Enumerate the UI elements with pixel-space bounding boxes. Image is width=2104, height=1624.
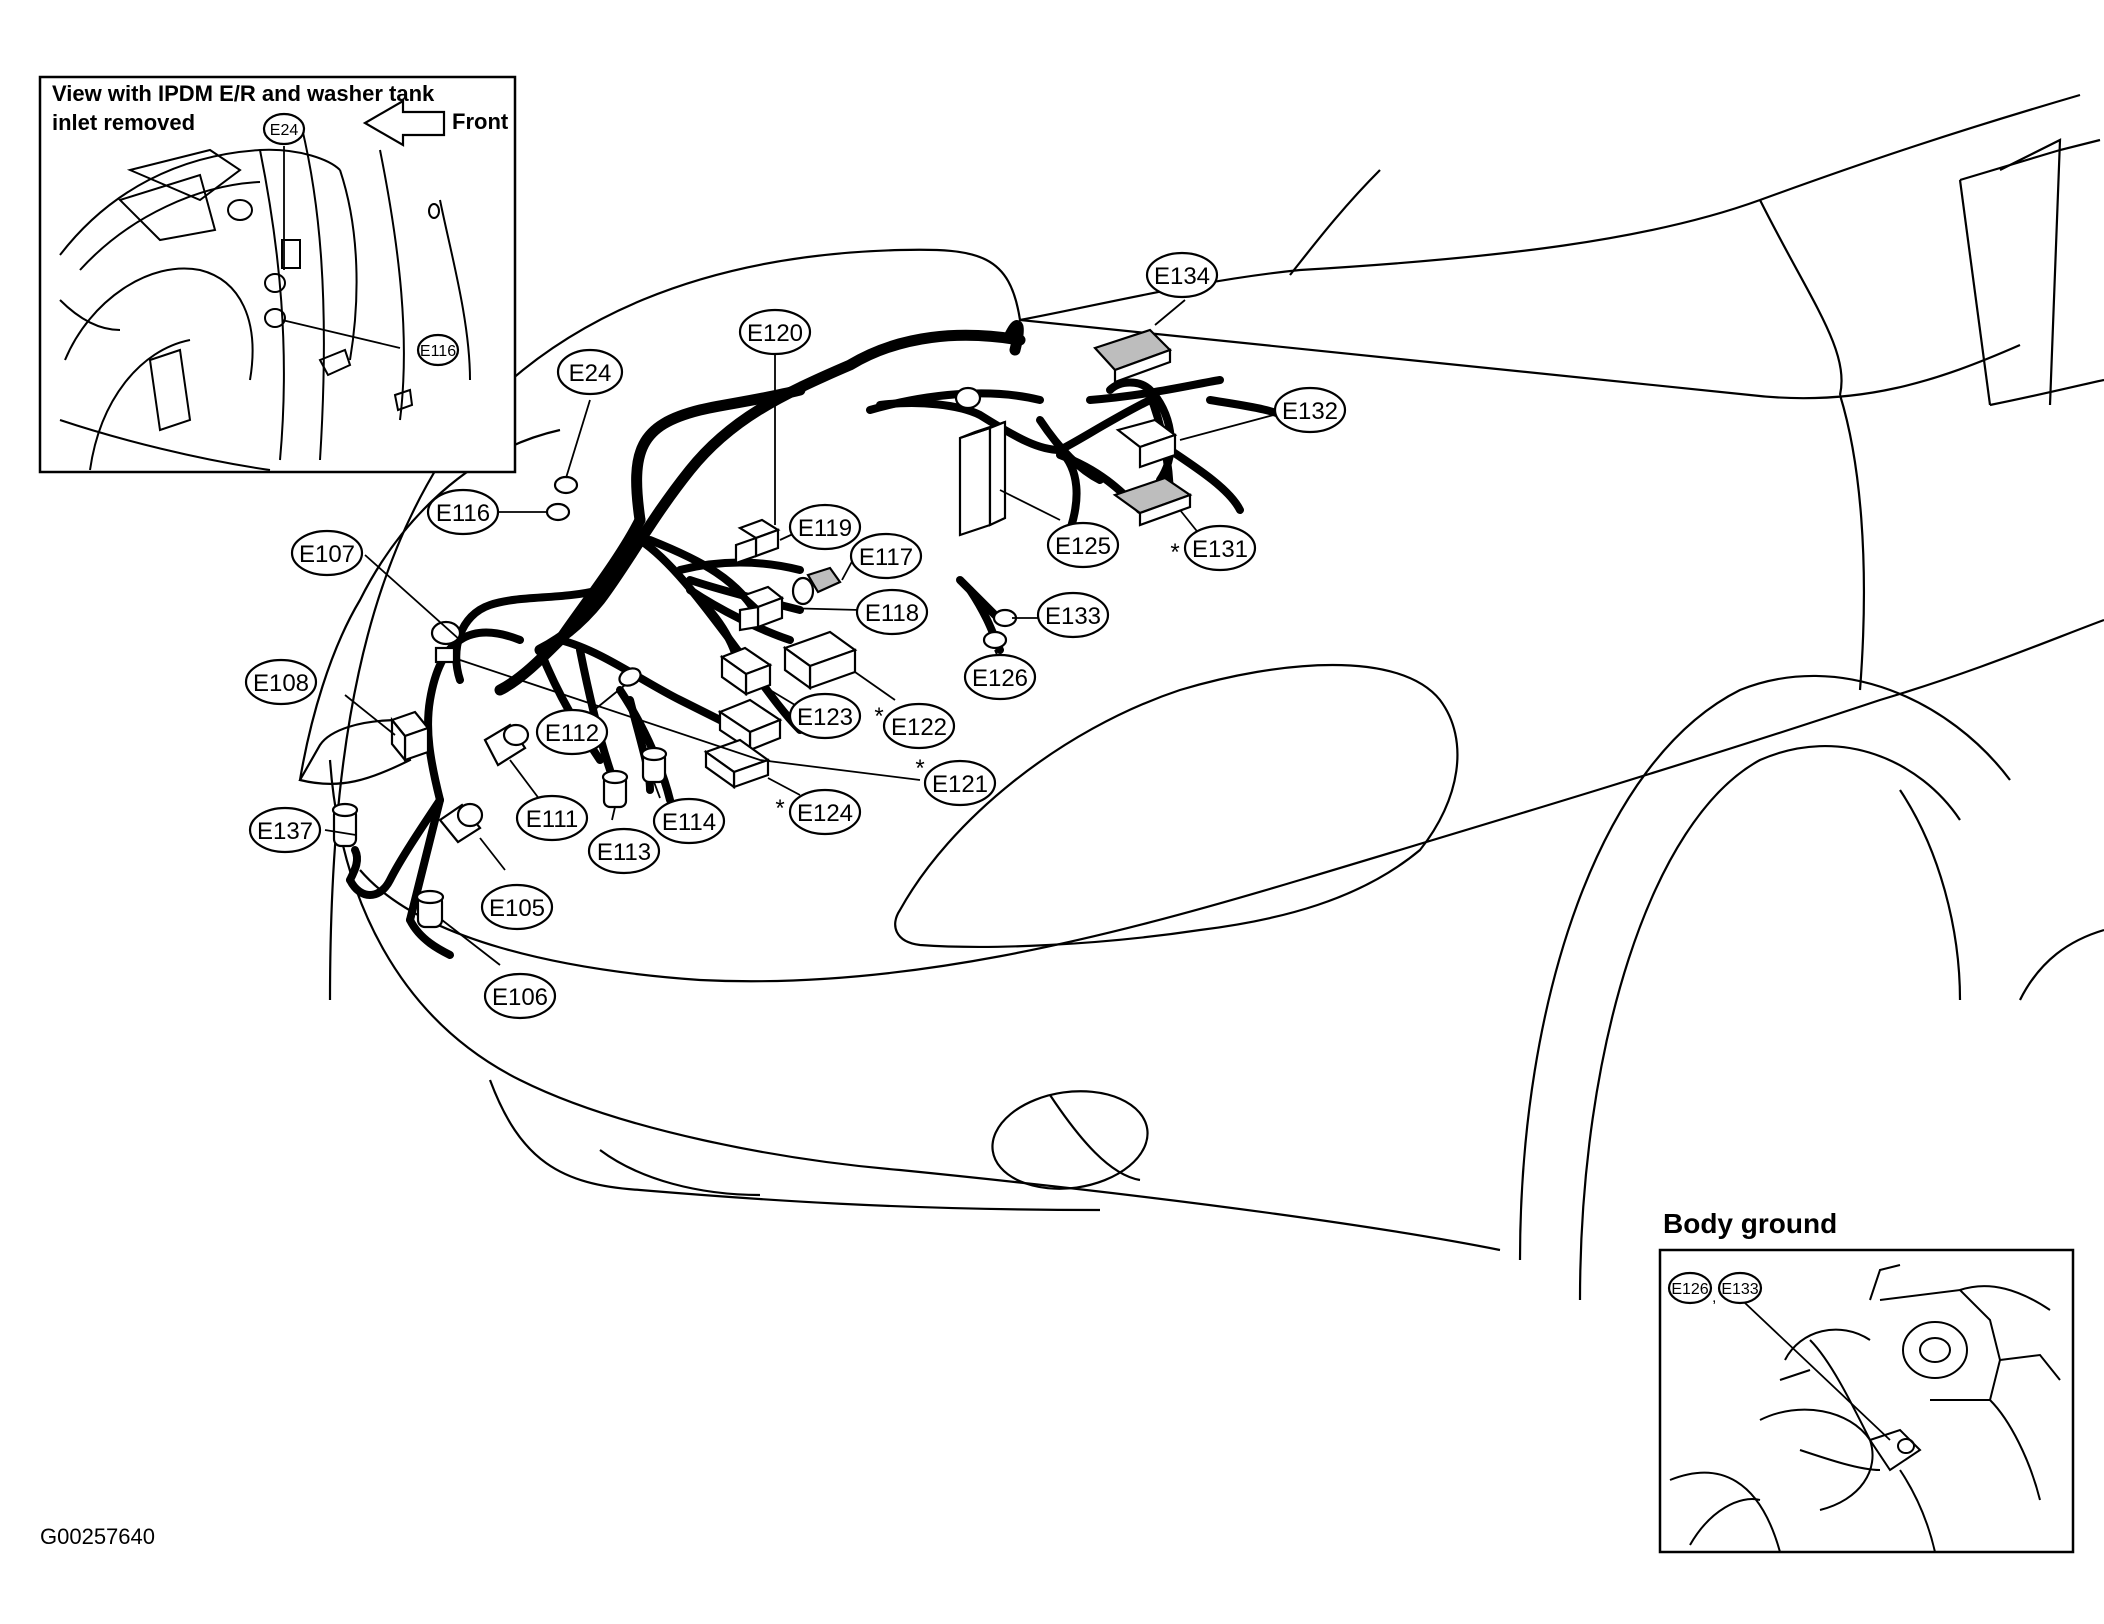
- callout-e126: E126: [963, 653, 1037, 701]
- connector-label: E126: [972, 665, 1028, 692]
- callout-separator: ,: [1712, 1289, 1716, 1306]
- callout-e114: E114: [652, 797, 726, 845]
- inset-caption-line2: inlet removed: [52, 110, 195, 135]
- leader-lines: [324, 299, 1286, 966]
- callout-e24: E24: [556, 348, 624, 396]
- connector-label: E117: [859, 544, 913, 571]
- connector-label: E112: [545, 720, 599, 747]
- connector-shapes: [331, 328, 1193, 929]
- connector-label: E113: [597, 839, 651, 866]
- connector-label: E132: [1282, 398, 1338, 425]
- inset-callout-e24: E24: [270, 122, 299, 139]
- star-marker: *: [775, 795, 784, 822]
- star-marker: *: [915, 755, 924, 782]
- connector-label: E133: [1045, 603, 1101, 630]
- inset-callout-e133: E133: [1721, 1281, 1758, 1298]
- callout-e121: * E121: [915, 755, 997, 807]
- callout-e123: E123: [788, 692, 862, 740]
- connector-label: E124: [797, 800, 853, 827]
- callout-e111: E111: [515, 794, 589, 842]
- star-marker: *: [1170, 539, 1179, 566]
- car-body-outline: [298, 93, 2104, 1301]
- callout-e113: E113: [587, 827, 661, 875]
- connector-label: E125: [1055, 533, 1111, 560]
- connector-label: E108: [253, 670, 309, 697]
- connector-label: E114: [662, 809, 716, 836]
- callout-e106: E106: [483, 972, 557, 1020]
- connector-label: E122: [891, 714, 947, 741]
- callout-e132: E132: [1273, 386, 1347, 434]
- callout-e120: E120: [738, 308, 812, 356]
- inset-callout-e116: E116: [420, 343, 456, 360]
- callout-bubbles: E134 E132 * E131 E120 E24 E116 E119: [244, 251, 1347, 1020]
- callout-e117: E117: [849, 532, 923, 580]
- body-ground-title: Body ground: [1663, 1208, 1837, 1239]
- connector-label: E123: [797, 704, 853, 731]
- callout-e108: E108: [244, 658, 318, 706]
- callout-e105: E105: [480, 883, 554, 931]
- connector-label: E105: [489, 895, 545, 922]
- callout-e119: E119: [788, 503, 862, 551]
- callout-e124: * E124: [775, 788, 862, 836]
- connector-label: E116: [436, 500, 490, 527]
- front-arrow-icon: [362, 99, 446, 147]
- callout-e112: E112: [535, 708, 609, 756]
- connector-label: E134: [1154, 263, 1210, 290]
- connector-label: E131: [1192, 536, 1248, 563]
- figure-code: G00257640: [40, 1524, 155, 1549]
- inset-body-ground: Body ground E126 , E133: [1658, 1208, 2075, 1554]
- connector-label: E107: [299, 541, 355, 568]
- callout-e107: E107: [290, 529, 364, 577]
- inset-ipdm-view: View with IPDM E/R and washer tank inlet…: [38, 75, 517, 474]
- connector-label: E137: [257, 818, 313, 845]
- callout-e125: E125: [1046, 521, 1120, 569]
- connector-label: E118: [865, 600, 919, 627]
- connector-label: E111: [526, 806, 579, 833]
- connector-label: E121: [932, 771, 988, 798]
- inset-callout-e126: E126: [1671, 1281, 1708, 1298]
- callout-e131: * E131: [1170, 524, 1257, 572]
- callout-e134: E134: [1145, 251, 1219, 299]
- inset-caption-line1: View with IPDM E/R and washer tank: [52, 81, 435, 106]
- callout-e118: E118: [855, 588, 929, 636]
- connector-label: E120: [747, 320, 803, 347]
- front-label: Front: [452, 109, 509, 134]
- connector-label: E119: [798, 515, 852, 542]
- connector-label: E24: [569, 360, 612, 387]
- callout-e122: * E122: [874, 702, 956, 750]
- callout-e133: E133: [1036, 591, 1110, 639]
- callout-e137: E137: [248, 806, 322, 854]
- connector-label: E106: [492, 984, 548, 1011]
- star-marker: *: [874, 703, 883, 730]
- callout-e116: E116: [426, 488, 500, 536]
